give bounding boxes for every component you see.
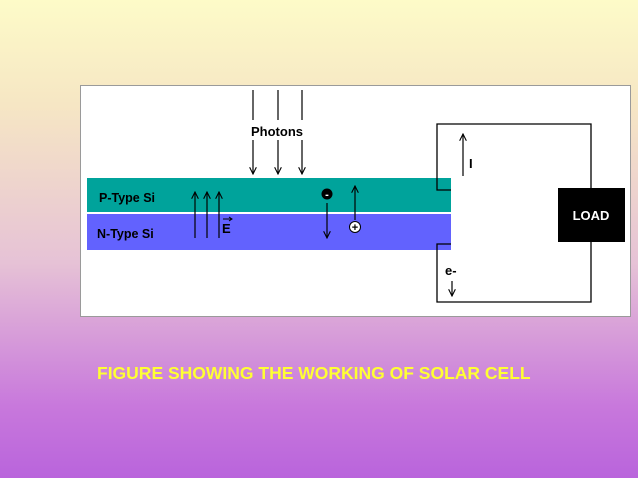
n-type-label: N-Type Si (97, 227, 154, 241)
p-type-layer (87, 178, 451, 212)
n-type-layer (87, 214, 451, 250)
photons-label: Photons (251, 124, 303, 139)
electron-charge: - (325, 189, 329, 201)
load-box (558, 188, 625, 242)
figure-caption: FIGURE SHOWING THE WORKING OF SOLAR CELL (97, 363, 531, 383)
vector-arrow-head (228, 216, 233, 222)
solar-cell-diagram: LOAD Photons P-Type Si N-Type Si E - + I… (87, 90, 625, 303)
junction-line (87, 212, 451, 214)
hole-symbol (349, 221, 361, 233)
load-label: LOAD (573, 208, 610, 223)
current-label: I (469, 156, 473, 171)
circuit-wire-return (436, 242, 592, 303)
diagram-panel: LOAD Photons P-Type Si N-Type Si E - + I… (80, 85, 631, 317)
field-label: E (222, 221, 231, 236)
circuit-wire (436, 123, 592, 191)
electron-flow-label: e- (445, 263, 457, 278)
hole-charge: + (352, 222, 358, 234)
electron-symbol (321, 188, 333, 200)
p-type-label: P-Type Si (99, 191, 155, 205)
